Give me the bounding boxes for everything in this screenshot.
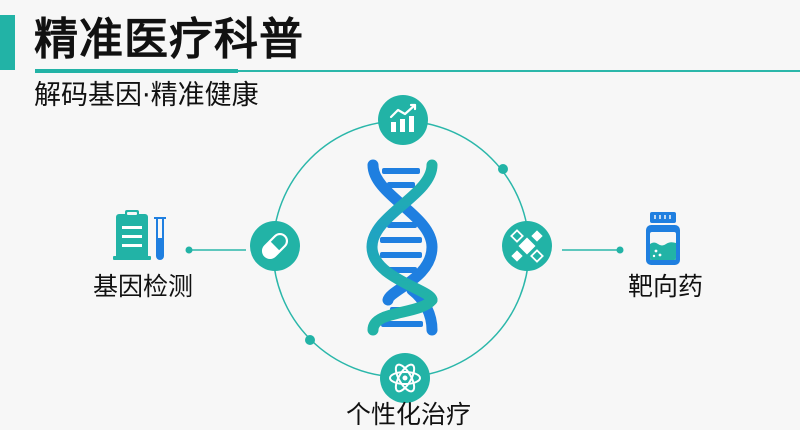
gene-testing-label: 基因检测 <box>93 272 194 301</box>
precision-medicine-diagram <box>113 95 680 403</box>
node-left[interactable] <box>250 221 300 271</box>
node-bottom[interactable] <box>380 353 430 403</box>
left-connector <box>185 246 246 254</box>
title-underline-accent <box>35 69 238 73</box>
dna-helix-icon <box>366 159 438 336</box>
medicine-bottle-icon <box>646 212 680 265</box>
right-connector <box>562 246 624 254</box>
atom-icon <box>389 363 421 393</box>
personalized-treatment-label: 个性化治疗 <box>346 400 472 429</box>
title-accent-bar <box>0 15 15 70</box>
targeted-drug-label: 靶向药 <box>628 272 704 301</box>
page-subtitle: 解码基因·精准健康 <box>34 80 259 111</box>
growth-chart-icon <box>389 103 417 132</box>
orbit-dot <box>498 164 508 174</box>
page-title: 精准医疗科普 <box>34 14 304 65</box>
node-right[interactable] <box>502 221 552 271</box>
orbit-dot <box>305 335 315 345</box>
capsule-pill-icon <box>261 232 289 260</box>
clipboard-test-tube-icon <box>113 210 166 260</box>
title-divider <box>35 70 800 72</box>
molecule-diamonds-icon <box>510 229 544 263</box>
node-top[interactable] <box>378 95 428 145</box>
